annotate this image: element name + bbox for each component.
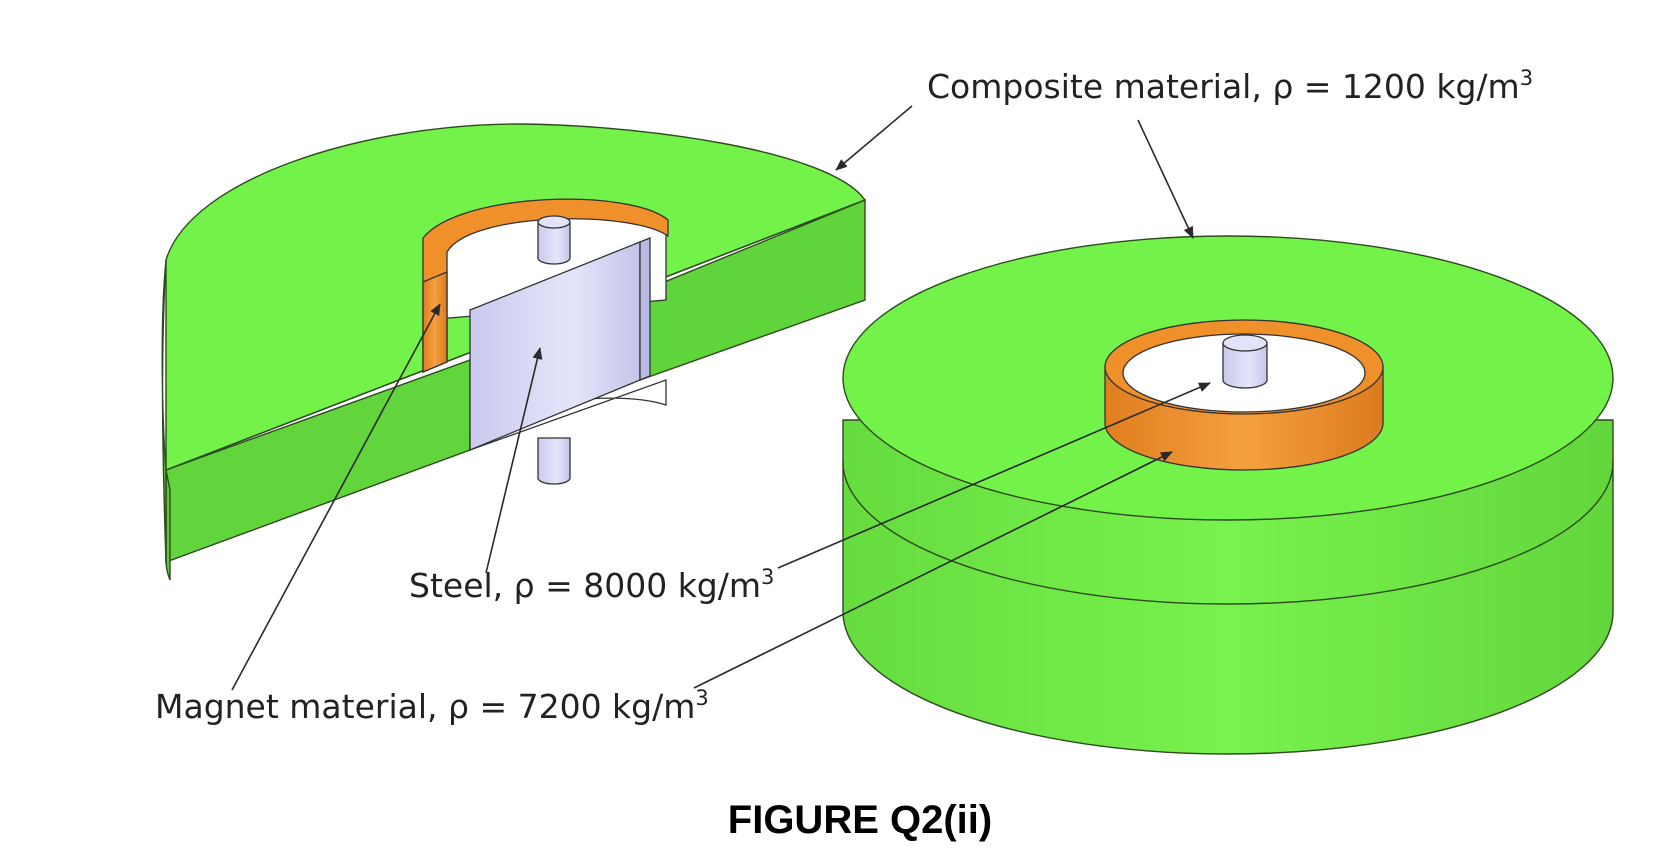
steel-shaft-stub-upper xyxy=(537,221,571,265)
leader-steel-right xyxy=(777,382,1211,569)
leader-composite-right xyxy=(1137,119,1194,239)
leader-lines xyxy=(231,105,1211,691)
steel-shaft-stub-upper-top xyxy=(537,215,571,229)
full-disc xyxy=(842,235,1614,755)
label-composite: Composite material, ρ = 1200 kg/m3 xyxy=(927,66,1533,106)
section-disc xyxy=(161,123,867,581)
magnet-ring-section xyxy=(422,198,669,373)
steel-shaft-stub-lower xyxy=(537,437,571,485)
leader-magnet-right xyxy=(693,451,1173,689)
steel-shaft-stub-side xyxy=(1222,342,1268,389)
steel-shaft-stub-top xyxy=(1222,334,1268,352)
magnet-ring-cut-face xyxy=(422,271,448,373)
section-disc-left-curve xyxy=(161,259,167,563)
steel-sleeve-edge xyxy=(639,237,651,381)
label-steel: Steel, ρ = 8000 kg/m3 xyxy=(409,565,774,605)
leader-composite-left xyxy=(835,105,913,171)
full-disc-seam xyxy=(842,461,1614,605)
leader-magnet-left xyxy=(231,303,441,691)
leader-steel-left xyxy=(485,347,543,574)
figure-caption: FIGURE Q2(ii) xyxy=(728,798,992,842)
full-disc-side xyxy=(842,419,1614,755)
label-magnet: Magnet material, ρ = 7200 kg/m3 xyxy=(155,686,709,726)
